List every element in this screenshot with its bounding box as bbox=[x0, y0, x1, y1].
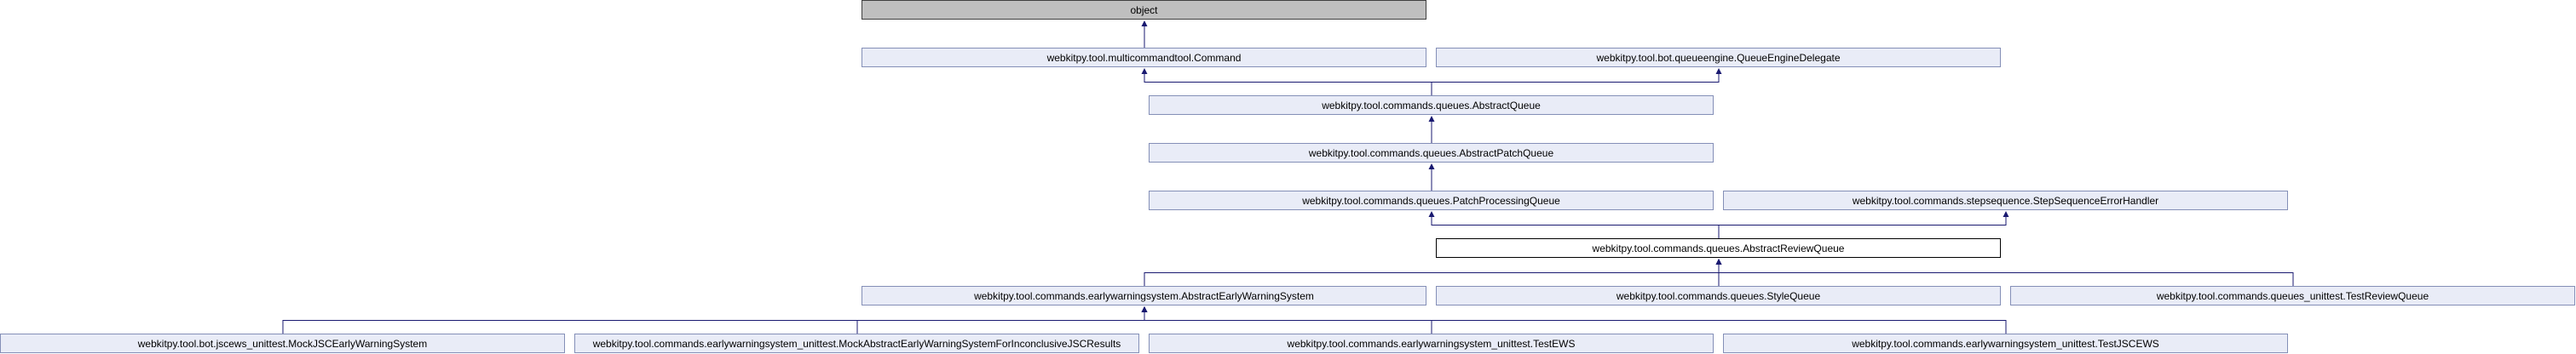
edge-line bbox=[1431, 72, 1720, 95]
edge-arrowhead bbox=[1715, 259, 1722, 265]
edge-line bbox=[1144, 263, 1720, 286]
edge-arrowhead bbox=[1428, 116, 1435, 122]
edge-line bbox=[1431, 215, 1720, 238]
inheritance-edge bbox=[1428, 163, 1435, 191]
inheritance-edge bbox=[856, 306, 1148, 334]
edge-arrowhead bbox=[1715, 68, 1722, 74]
edge-arrowhead bbox=[2003, 211, 2009, 217]
inheritance-edge bbox=[1718, 211, 2009, 238]
edge-arrowhead bbox=[1141, 20, 1148, 26]
edge-arrowhead bbox=[1428, 163, 1435, 169]
inheritance-edge bbox=[1144, 259, 1722, 286]
node-patch-processing-queue[interactable]: webkitpy.tool.commands.queues.PatchProce… bbox=[1149, 191, 1714, 210]
edge-line bbox=[1718, 263, 2294, 286]
node-command[interactable]: webkitpy.tool.multicommandtool.Command bbox=[862, 48, 1426, 67]
node-queue-engine-delegate[interactable]: webkitpy.tool.bot.queueengine.QueueEngin… bbox=[1436, 48, 2001, 67]
node-step-sequence-error-handler[interactable]: webkitpy.tool.commands.stepsequence.Step… bbox=[1723, 191, 2288, 210]
edge-arrowhead bbox=[1428, 211, 1435, 217]
edge-line bbox=[1718, 215, 2007, 238]
edge-line bbox=[282, 311, 1145, 334]
inheritance-edge bbox=[1141, 306, 2007, 334]
node-mock-jsc-early-warning-system[interactable]: webkitpy.tool.bot.jscews_unittest.MockJS… bbox=[0, 334, 565, 353]
node-abstract-patch-queue[interactable]: webkitpy.tool.commands.queues.AbstractPa… bbox=[1149, 143, 1714, 163]
node-abstract-early-warning-system[interactable]: webkitpy.tool.commands.earlywarningsyste… bbox=[862, 286, 1426, 305]
inheritance-edge bbox=[1428, 211, 1720, 238]
node-mock-abstract-ews-inconclusive[interactable]: webkitpy.tool.commands.earlywarningsyste… bbox=[574, 334, 1139, 353]
node-test-ews[interactable]: webkitpy.tool.commands.earlywarningsyste… bbox=[1149, 334, 1714, 353]
node-abstract-review-queue: webkitpy.tool.commands.queues.AbstractRe… bbox=[1436, 238, 2001, 258]
node-style-queue[interactable]: webkitpy.tool.commands.queues.StyleQueue bbox=[1436, 286, 2001, 305]
node-abstract-queue[interactable]: webkitpy.tool.commands.queues.AbstractQu… bbox=[1149, 95, 1714, 115]
inheritance-edge bbox=[1141, 20, 1148, 48]
edge-line bbox=[1144, 72, 1432, 95]
inheritance-edge bbox=[1431, 68, 1722, 95]
edge-arrowhead bbox=[1141, 306, 1148, 312]
inheritance-edge bbox=[1715, 259, 2294, 286]
node-test-jsc-ews[interactable]: webkitpy.tool.commands.earlywarningsyste… bbox=[1723, 334, 2288, 353]
edge-line bbox=[1144, 311, 1432, 334]
node-object[interactable]: object bbox=[862, 0, 1426, 20]
inheritance-edge bbox=[1428, 116, 1435, 143]
edge-arrowhead bbox=[1141, 68, 1148, 74]
inheritance-edge bbox=[1141, 68, 1432, 95]
node-test-review-queue[interactable]: webkitpy.tool.commands.queues_unittest.T… bbox=[2010, 286, 2575, 305]
edge-line bbox=[1144, 311, 2007, 334]
edge-line bbox=[856, 311, 1145, 334]
